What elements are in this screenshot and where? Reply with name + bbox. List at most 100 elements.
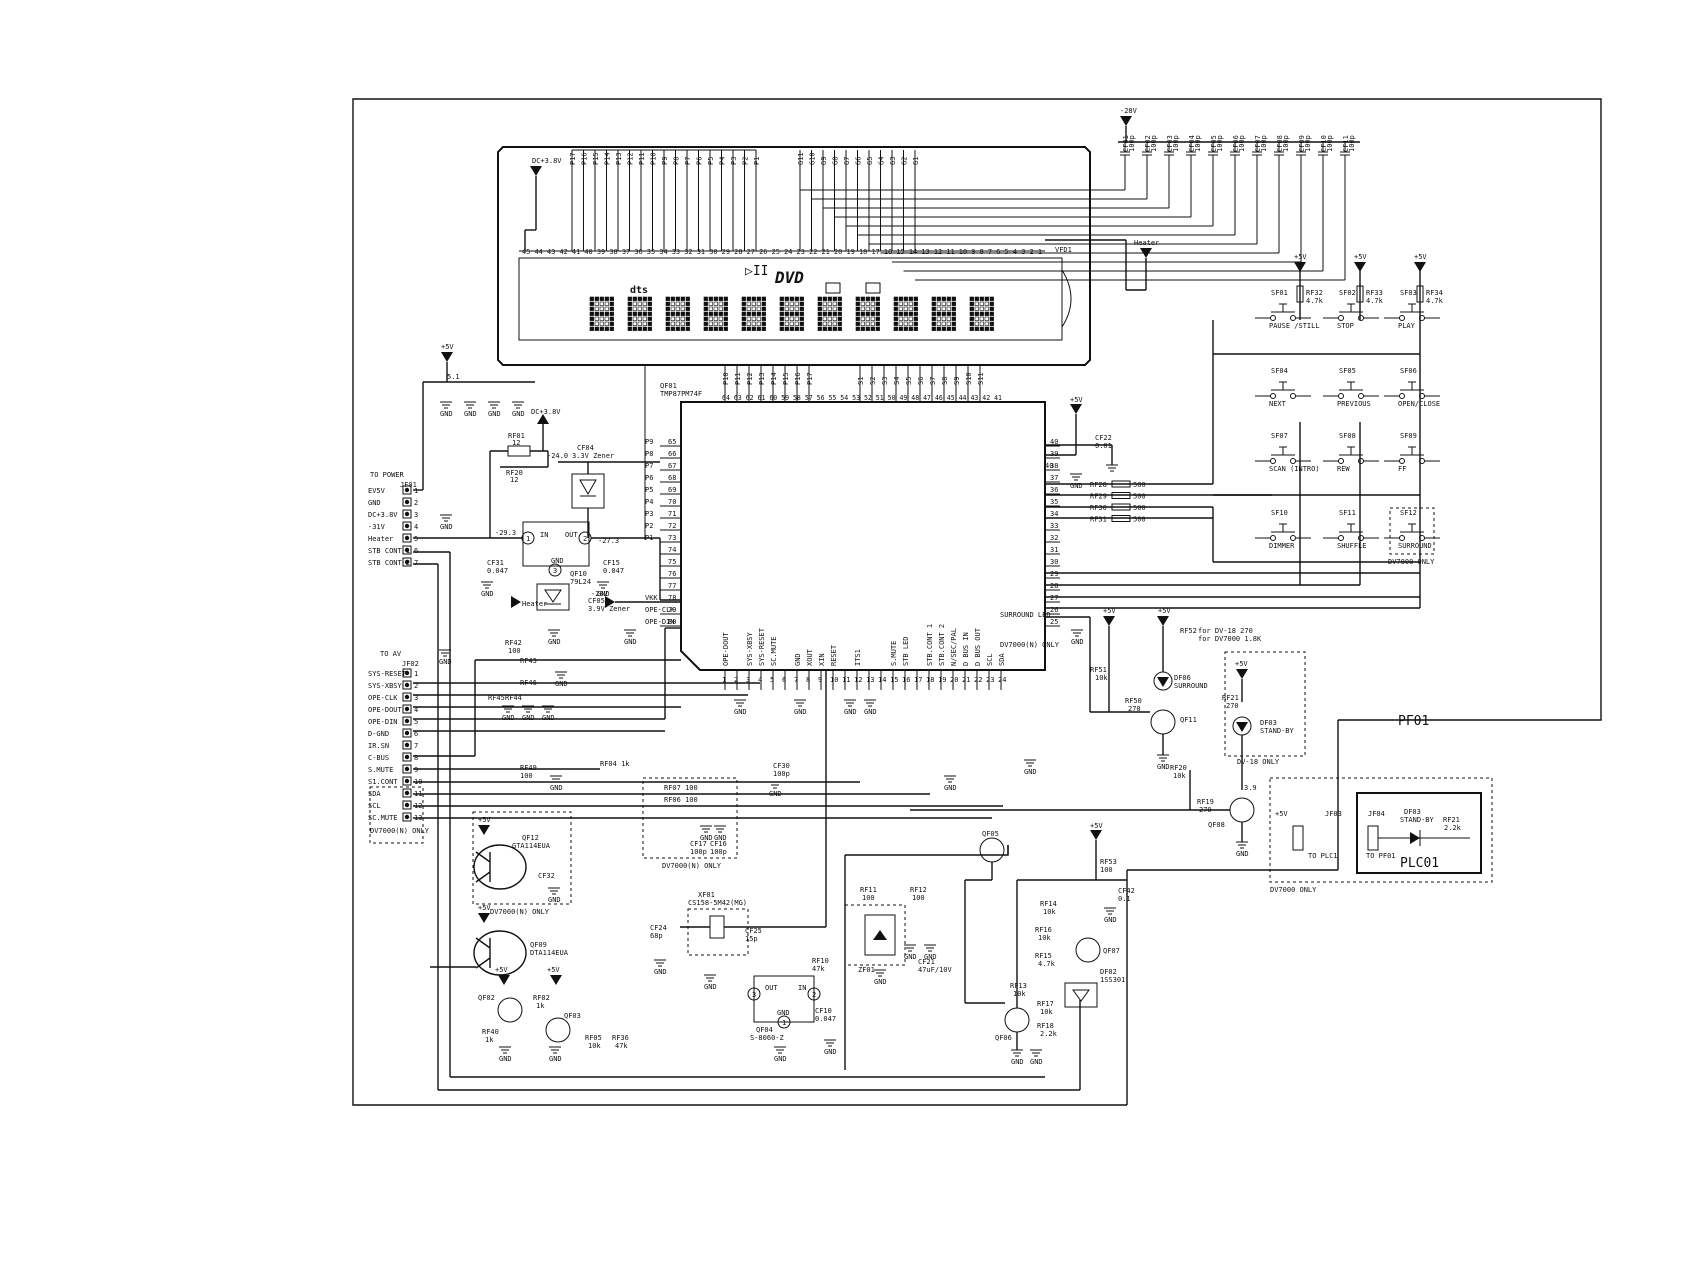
svg-text:2.2k: 2.2k	[1040, 1030, 1058, 1038]
vfd-grid-pin-label: G7	[843, 157, 851, 165]
switch-ref: SF01	[1271, 289, 1288, 297]
gnd-label: GND	[464, 410, 477, 418]
mcu-bottom-pin-num: 23	[986, 676, 994, 684]
mcu-top-label: S1	[857, 377, 865, 385]
grid-cap-value: 100p	[1172, 135, 1180, 152]
vfd-digit-array	[589, 296, 994, 331]
jf01-pin-label: -31V	[368, 523, 386, 531]
jf01-connector: TO POWERJF011EV5V2GND3DC+3.8V4-31V5Heate…	[368, 471, 418, 567]
mcu-bottom-label: STB.CONT 1	[926, 624, 934, 666]
svg-text:-28V: -28V	[591, 590, 609, 598]
mcu-top-label: P10	[722, 372, 730, 385]
svg-text:12: 12	[510, 476, 518, 484]
mcu-top-label: S9	[953, 377, 961, 385]
svg-text:QF02: QF02	[478, 994, 495, 1002]
mcu-left-pin-num: 68	[668, 474, 676, 482]
ir-note: DV7000(N) ONLY	[490, 908, 550, 916]
svg-text:QF08: QF08	[1208, 821, 1225, 829]
reg-out: OUT	[565, 531, 578, 539]
jf02-ref: JF02	[402, 660, 419, 668]
svg-text:RF43: RF43	[520, 657, 537, 665]
mcu-right-pin-num: 34	[1050, 510, 1058, 518]
mcu-left-pin-num: 65	[668, 438, 676, 446]
qf02-p5: +5V	[495, 966, 508, 974]
svg-text:QF05: QF05	[982, 830, 999, 838]
key-res-value: 500	[1133, 493, 1146, 501]
svg-text:CF32: CF32	[538, 872, 555, 880]
mcu-bottom-label: OPE-DOUT	[722, 631, 730, 666]
gnd-label: GND	[654, 968, 667, 976]
jf01-pin-num: 6	[414, 547, 418, 555]
mcu-bottom-pin-num: 6	[782, 676, 786, 684]
mcu-left-pin-label: VKK	[645, 594, 658, 602]
svg-text:RF04 1k: RF04 1k	[600, 760, 630, 768]
jf02-pin-num: 1	[414, 670, 418, 678]
jf02-pin-label: SDA	[368, 790, 381, 798]
gnd-label: GND	[714, 834, 727, 842]
mcu-bottom-label: SYS-RESET	[758, 627, 766, 666]
jf02-pin-num: 4	[414, 706, 418, 714]
mcu-left-pin-label: P5	[645, 486, 653, 494]
svg-text:RF52: RF52	[1180, 627, 1197, 635]
zener-cf05: CF05 3.9V Zener Heater -28V	[511, 583, 681, 613]
zener-cf04: CF04 3.3V Zener	[558, 444, 660, 538]
rf01-rf20: RF01 12 RF20 12 DC+3.8V	[489, 408, 561, 538]
led-block: for DV-18 270 for DV7000 1.8K RF52 DF06 …	[1045, 607, 1262, 755]
heater-net: Heater	[1045, 239, 1159, 291]
svg-text:RF11: RF11	[860, 886, 877, 894]
reset-part: S-8060-Z	[750, 1034, 784, 1042]
svg-text:0.1: 0.1	[1118, 895, 1131, 903]
mcu-right-pin-num: 29	[1050, 570, 1058, 578]
dv18-p5: +5V	[1235, 660, 1248, 668]
led-p5: +5V	[1158, 607, 1171, 615]
mcu-bottom-pin-num: 12	[854, 676, 862, 684]
svg-text:15p: 15p	[745, 935, 758, 943]
gnd-label: GND	[439, 658, 452, 666]
df02-ref: DF02	[1100, 968, 1117, 976]
mcu-right-pin-num: 35	[1050, 498, 1058, 506]
svg-text:10k: 10k	[1013, 990, 1026, 998]
svg-text:3: 3	[553, 567, 557, 575]
mcu-qf01: QF01 TMP87PM74F 64 63 62 61 60 59 58 57 …	[644, 365, 1060, 690]
svg-text:RF01: RF01	[508, 432, 525, 440]
jf01-pin-label: EV5V	[368, 487, 386, 495]
jf02-pin-num: 7	[414, 742, 418, 750]
svg-text:RF12: RF12	[910, 886, 927, 894]
mcu-bottom-label: SCL	[986, 653, 994, 666]
pullup-p5: +5V	[1414, 253, 1427, 261]
switch-label: SURROUND	[1398, 542, 1432, 550]
mcu-bottom-pin-num: 18	[926, 676, 934, 684]
gnd-label: GND	[548, 638, 561, 646]
plc01-label: PLC01	[1400, 856, 1439, 871]
jf01-pin-num: 5	[414, 535, 418, 543]
svg-text:10k: 10k	[588, 1042, 601, 1050]
ir-part: GTA114EUA	[512, 842, 551, 850]
rf52-note2: for DV7000 1.8K	[1198, 635, 1262, 643]
grid-cap-ref: CF02	[1144, 135, 1152, 152]
gnd-label: GND	[774, 1055, 787, 1063]
jf01-pin-num: 1	[414, 487, 418, 495]
svg-text:CF31: CF31	[487, 559, 504, 567]
gnd-label: GND	[550, 784, 563, 792]
mcu-part: TMP87PM74F	[660, 390, 702, 398]
dc38-label: DC+3.8V	[532, 157, 562, 165]
svg-text:CF04: CF04	[577, 444, 594, 452]
switch-ref: SF09	[1400, 432, 1417, 440]
grid-cap-value: 100p	[1238, 135, 1246, 152]
gnd-label: GND	[548, 896, 561, 904]
qf09-ref: QF09	[530, 941, 547, 949]
svg-text:100p: 100p	[690, 848, 707, 856]
vfd-grid-pin-label: G9	[820, 157, 828, 165]
switch-ref: SF03	[1400, 289, 1417, 297]
grid-cap-ref: CF08	[1276, 135, 1284, 152]
jf02-pin-label: SCL	[368, 802, 381, 810]
switch-label: SCAN (INTRO)	[1269, 465, 1320, 473]
dv18-standby: +5V RF21 270 DF03 STAND-BY DV-18 ONLY 3.…	[1222, 651, 1306, 792]
mcu-right-pin-num: 26	[1050, 606, 1058, 614]
gnd-label: GND	[824, 1048, 837, 1056]
mcu-left-pin-label: OPE-CLK	[645, 606, 675, 614]
svg-text:3: 3	[752, 991, 756, 999]
svg-text:CF10: CF10	[815, 1007, 832, 1015]
mcu-left-pin-label: P4	[645, 498, 653, 506]
